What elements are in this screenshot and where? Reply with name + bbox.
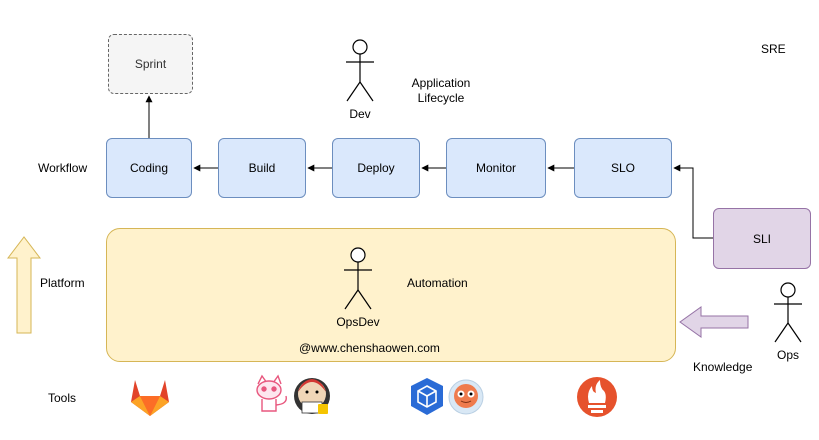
sprint-box[interactable]: Sprint bbox=[108, 34, 193, 94]
application-lifecycle-label: Application Lifecycle bbox=[402, 76, 480, 106]
dev-actor-icon bbox=[346, 39, 374, 102]
stage-monitor-label: Monitor bbox=[475, 161, 516, 175]
arrow-sli-to-slo bbox=[673, 164, 713, 239]
stage-coding[interactable]: Coding bbox=[106, 138, 192, 198]
application-lifecycle-line-2: Lifecycle bbox=[417, 91, 465, 105]
watermark-text: @www.chenshaowen.com bbox=[299, 341, 440, 355]
sli-box[interactable]: SLI bbox=[713, 208, 811, 269]
sli-label: SLI bbox=[752, 231, 771, 246]
prometheus-icon bbox=[577, 377, 617, 417]
dev-actor-label: Dev bbox=[349, 107, 371, 121]
kubesphere-icon bbox=[411, 378, 443, 415]
stage-slo[interactable]: SLO bbox=[574, 138, 672, 198]
gitlab-icon bbox=[131, 380, 169, 416]
stage-build-label: Build bbox=[248, 161, 276, 175]
ops-actor-icon bbox=[774, 282, 802, 343]
tools-label: Tools bbox=[48, 391, 77, 405]
knowledge-label: Knowledge bbox=[693, 360, 753, 374]
argo-icon bbox=[448, 379, 484, 415]
stage-monitor[interactable]: Monitor bbox=[446, 138, 546, 198]
jenkins-icon bbox=[294, 378, 330, 414]
stage-build[interactable]: Build bbox=[218, 138, 306, 198]
platform-panel[interactable] bbox=[106, 228, 676, 362]
opsdev-actor-label: OpsDev bbox=[336, 315, 380, 329]
opsdev-actor-icon bbox=[344, 247, 372, 310]
ops-actor-label: Ops bbox=[776, 348, 799, 362]
stage-deploy[interactable]: Deploy bbox=[332, 138, 420, 198]
sre-label: SRE bbox=[761, 42, 786, 56]
platform-label: Platform bbox=[40, 276, 85, 290]
stage-slo-label: SLO bbox=[610, 161, 635, 175]
knowledge-left-arrow-icon bbox=[679, 306, 749, 338]
stage-deploy-label: Deploy bbox=[357, 161, 395, 175]
automation-label: Automation bbox=[407, 276, 468, 290]
tekton-cat-icon bbox=[256, 374, 287, 412]
application-lifecycle-line-1: Application bbox=[411, 76, 471, 90]
workflow-label: Workflow bbox=[38, 161, 88, 175]
sprint-label: Sprint bbox=[134, 57, 167, 71]
stage-coding-label: Coding bbox=[129, 161, 169, 175]
platform-up-arrow-icon bbox=[6, 236, 42, 334]
